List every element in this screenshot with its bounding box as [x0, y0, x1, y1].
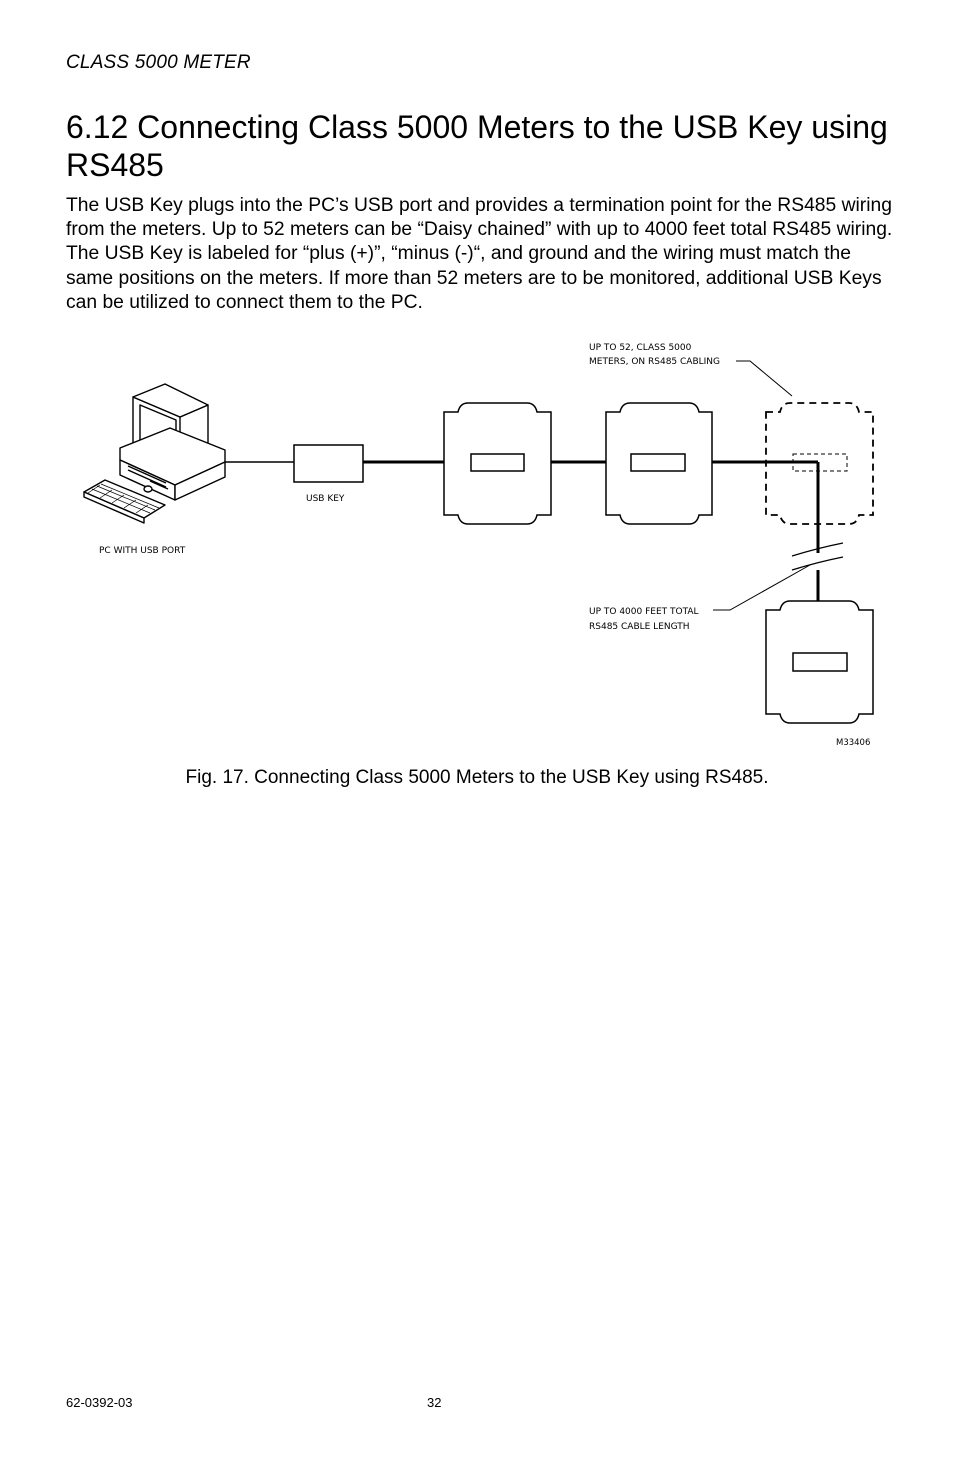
meter-1	[443, 402, 552, 525]
meters-callout-line1: UP TO 52, CLASS 5000	[589, 343, 692, 353]
cable-break-icon	[791, 542, 844, 571]
meters-callout-leader	[736, 360, 793, 397]
rs485-wiring-diagram: PC WITH USB PORT USB KEY UP TO 52, CLASS…	[0, 330, 954, 760]
meter-chain-placeholder	[765, 402, 874, 525]
usb-key-device	[293, 444, 364, 483]
cable-callout-line1: UP TO 4000 FEET TOTAL	[589, 607, 699, 617]
cable-callout-leader	[713, 564, 811, 611]
meter-2	[605, 402, 713, 525]
pc-label: PC WITH USB PORT	[99, 546, 186, 556]
footer-page-number: 32	[427, 1395, 442, 1410]
usb-key-label: USB KEY	[306, 494, 345, 504]
meters-callout-line2: METERS, ON RS485 CABLING	[589, 357, 720, 367]
pc-icon	[83, 383, 226, 524]
footer-doc-number: 62-0392-03	[66, 1395, 133, 1410]
meter-last	[765, 600, 874, 724]
section-title: 6.12 Connecting Class 5000 Meters to the…	[66, 109, 888, 183]
figure-id: M33406	[836, 738, 870, 748]
figure-caption: Fig. 17. Connecting Class 5000 Meters to…	[185, 767, 769, 788]
section-body-paragraph: The USB Key plugs into the PC’s USB port…	[66, 195, 893, 313]
running-header: CLASS 5000 METER	[66, 52, 251, 73]
cable-callout-line2: RS485 CABLE LENGTH	[589, 622, 690, 632]
